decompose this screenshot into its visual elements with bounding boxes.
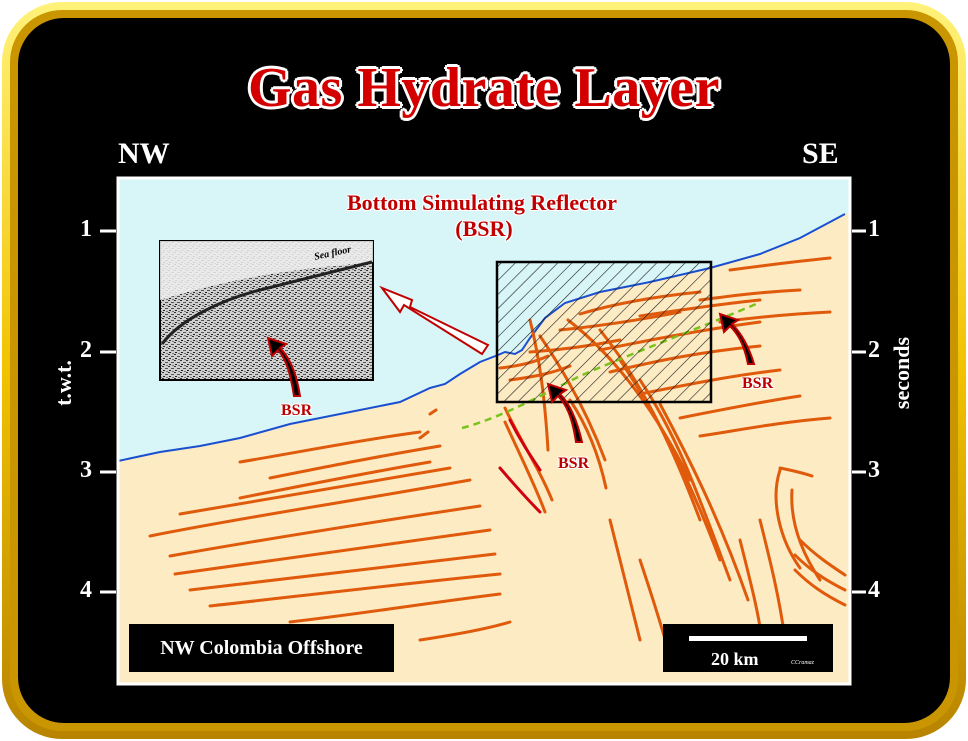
scale-bar: [689, 636, 807, 641]
tick-right-2: 2: [868, 337, 880, 363]
tick-right-1: 1: [868, 216, 880, 242]
callout-arrow: [379, 285, 490, 356]
tick-left-1: 1: [80, 216, 92, 242]
bsr-label-right: BSR: [742, 375, 774, 392]
tick-right-4: 4: [868, 577, 880, 603]
bsr-label-inset: BSR: [281, 402, 313, 419]
location-label: NW Colombia Offshore: [129, 624, 394, 672]
subtitle-line1: Bottom Simulating Reflector: [346, 190, 618, 215]
panel-border: [116, 176, 852, 686]
bsr-label-center: BSR: [558, 455, 590, 472]
bsr-pointer-inset: [266, 336, 302, 397]
inset-upper-layer: [160, 241, 373, 300]
bsr-pointer-center: [546, 382, 584, 443]
tick-left-4: 4: [80, 577, 92, 603]
inset-seafloor: [160, 260, 373, 345]
subtitle-line2: (BSR): [455, 216, 513, 241]
bsr-pointer-right: [718, 312, 756, 365]
page-title: Gas Hydrate Layer: [248, 57, 720, 119]
credit-label: CCramaz: [791, 660, 815, 666]
direction-se: SE: [802, 137, 839, 170]
tick-right-3: 3: [868, 457, 880, 483]
direction-nw: NW: [118, 137, 170, 170]
tick-left-2: 2: [80, 337, 92, 363]
scale-box: 20 km CCramaz: [663, 624, 833, 672]
axis-label-twt: t.w.t.: [51, 360, 76, 406]
detail-box: [495, 260, 713, 404]
red-reflectors: [498, 418, 542, 514]
scale-label: 20 km: [711, 649, 759, 669]
tick-left-3: 3: [80, 457, 92, 483]
axis-ticks: [100, 229, 866, 594]
subtitle-line2-wrap: (BSR): [0, 216, 968, 242]
axis-label-seconds: seconds: [889, 336, 914, 410]
subtitle-bsr: Bottom Simulating Reflector: [0, 190, 968, 216]
